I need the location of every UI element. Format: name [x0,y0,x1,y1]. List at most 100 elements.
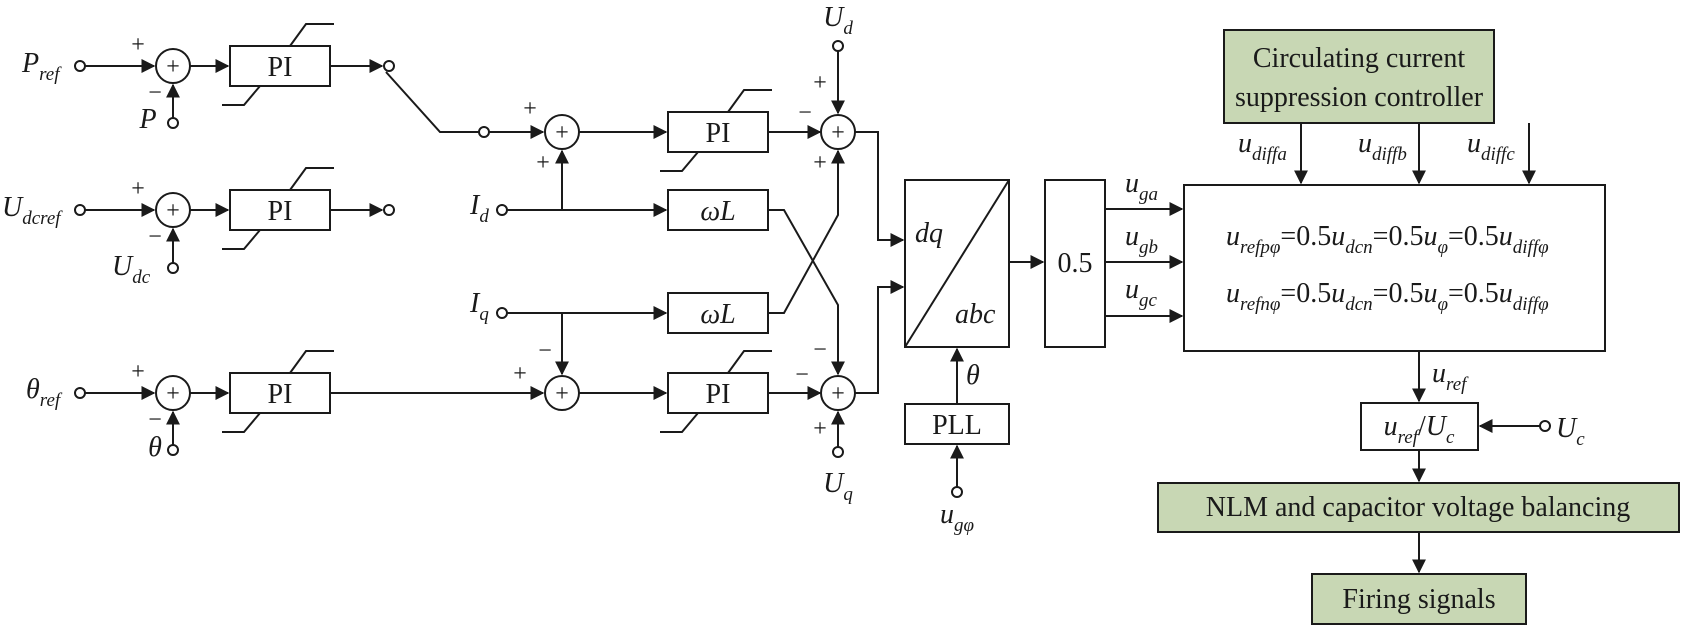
id-label: Id [469,190,489,227]
equation-lower: urefnφ=0.5udcn=0.5uφ=0.5udiffφ [1226,278,1549,315]
svg-text:abc: abc [955,299,996,330]
p-label: P [138,104,156,135]
svg-text:−: − [148,407,162,433]
svg-text:NLM and capacitor voltage bala: NLM and capacitor voltage balancing [1206,492,1631,523]
gain-half: 0.5 uga ugb ugc [1044,168,1184,348]
svg-text:suppression controller: suppression controller [1235,82,1484,113]
normalization: uref/Uc Uc [1360,402,1585,483]
svg-text:+: + [166,381,180,407]
pi-block-udc [229,189,331,231]
gain-block [1044,179,1106,348]
p-ref-terminal [74,60,86,72]
cross-coupling-q-to-d [768,149,845,314]
theta-terminal [167,444,179,456]
udc-label: Udc [112,251,151,288]
svg-text:Firing signals: Firing signals [1342,584,1495,615]
pi-block-iq [667,372,769,414]
ccsc-section: Circulating current suppression controll… [1223,29,1536,185]
svg-text:+: + [831,120,845,146]
firing-signals-block [1311,573,1527,625]
udc-ref-label: Udcref [2,192,63,229]
switch-contact-udc [383,204,395,216]
svg-text:dq: dq [915,218,943,249]
svg-text:0.5: 0.5 [1058,248,1093,279]
modulation-section: NLM and capacitor voltage balancing Firi… [1157,482,1680,625]
theta-loop: θref + + − θ PI [26,350,545,463]
udc-loop: Udcref + + − Udc PI [2,167,395,288]
switch-contact-p [383,60,395,72]
svg-text:+: + [555,120,569,146]
svg-text:−: − [798,100,812,126]
uc-terminal [1539,420,1551,432]
svg-text:PI: PI [268,52,293,83]
svg-text:+: + [536,150,550,176]
svg-text:+: + [813,416,827,442]
uq-terminal [832,446,844,458]
udc-ref-terminal [74,204,86,216]
svg-text:−: − [148,224,162,250]
udiffc-label: udiffc [1467,128,1515,165]
svg-text:PLL: PLL [932,410,982,441]
udiffb-label: udiffb [1358,128,1407,165]
normalization-block [1360,402,1479,451]
svg-text:+: + [813,150,827,176]
svg-text:+: + [831,381,845,407]
svg-text:+: + [555,381,569,407]
equation-upper: urefpφ=0.5udcn=0.5uφ=0.5udiffφ [1226,221,1549,258]
svg-text:+: + [523,96,537,122]
iq-terminal [496,307,508,319]
svg-text:PI: PI [706,379,731,410]
p-ref-label: Pref [21,48,62,85]
svg-text:Circulating current: Circulating current [1253,43,1465,74]
p-terminal [167,117,179,129]
omega-l-block-q [667,292,769,334]
svg-text:−: − [813,337,827,363]
svg-text:PI: PI [706,118,731,149]
sign-plus: + [131,32,145,58]
ccsc-block [1223,29,1495,124]
svg-text:PI: PI [268,196,293,227]
cross-coupling-d-to-q [768,209,845,376]
pi-block-p [229,45,331,87]
ug-phi-label: ugφ [940,499,974,536]
pi-block-id [667,111,769,153]
iq-label: Iq [469,288,489,325]
mode-switch [385,71,479,133]
svg-text:ωL: ωL [700,196,735,227]
nlm-block [1157,482,1680,533]
uq-label: Uq [823,468,853,505]
pll-block [904,403,1010,445]
svg-text:+: + [513,361,527,387]
svg-text:+: + [166,198,180,224]
svg-text:−: − [538,338,552,364]
svg-text:+: + [131,359,145,385]
ugb-label: ugb [1125,221,1158,258]
dq-abc-transform: dq abc PLL θ ugφ [904,179,1045,536]
uc-label: Uc [1556,413,1585,450]
svg-text:−: − [795,362,809,388]
svg-text:+: + [131,176,145,202]
p-loop: Pref + + − P PI [21,23,479,135]
theta-label: θ [148,432,162,463]
ugc-label: ugc [1125,274,1158,311]
omega-l-block-d [667,189,769,231]
ud-label: Ud [823,2,853,39]
id-terminal [496,204,508,216]
sign-minus: − [148,80,162,106]
svg-text:+: + [166,54,180,80]
current-loops: + + + Id PI ωL Iq ωL + − + PI [469,2,905,505]
reference-equation-block [1183,184,1606,352]
pi-block-theta [229,372,331,414]
uref-label: uref [1432,358,1469,395]
udiffa-label: udiffa [1238,128,1287,165]
normalization-label: uref/Uc [1384,411,1455,448]
uga-label: uga [1125,168,1158,205]
svg-text:ωL: ωL [700,299,735,330]
theta-ref-terminal [74,387,86,399]
pll-theta-label: θ [966,360,980,391]
ud-terminal [832,40,844,52]
ug-phi-terminal [951,486,963,498]
udc-terminal [167,262,179,274]
svg-text:PI: PI [268,379,293,410]
